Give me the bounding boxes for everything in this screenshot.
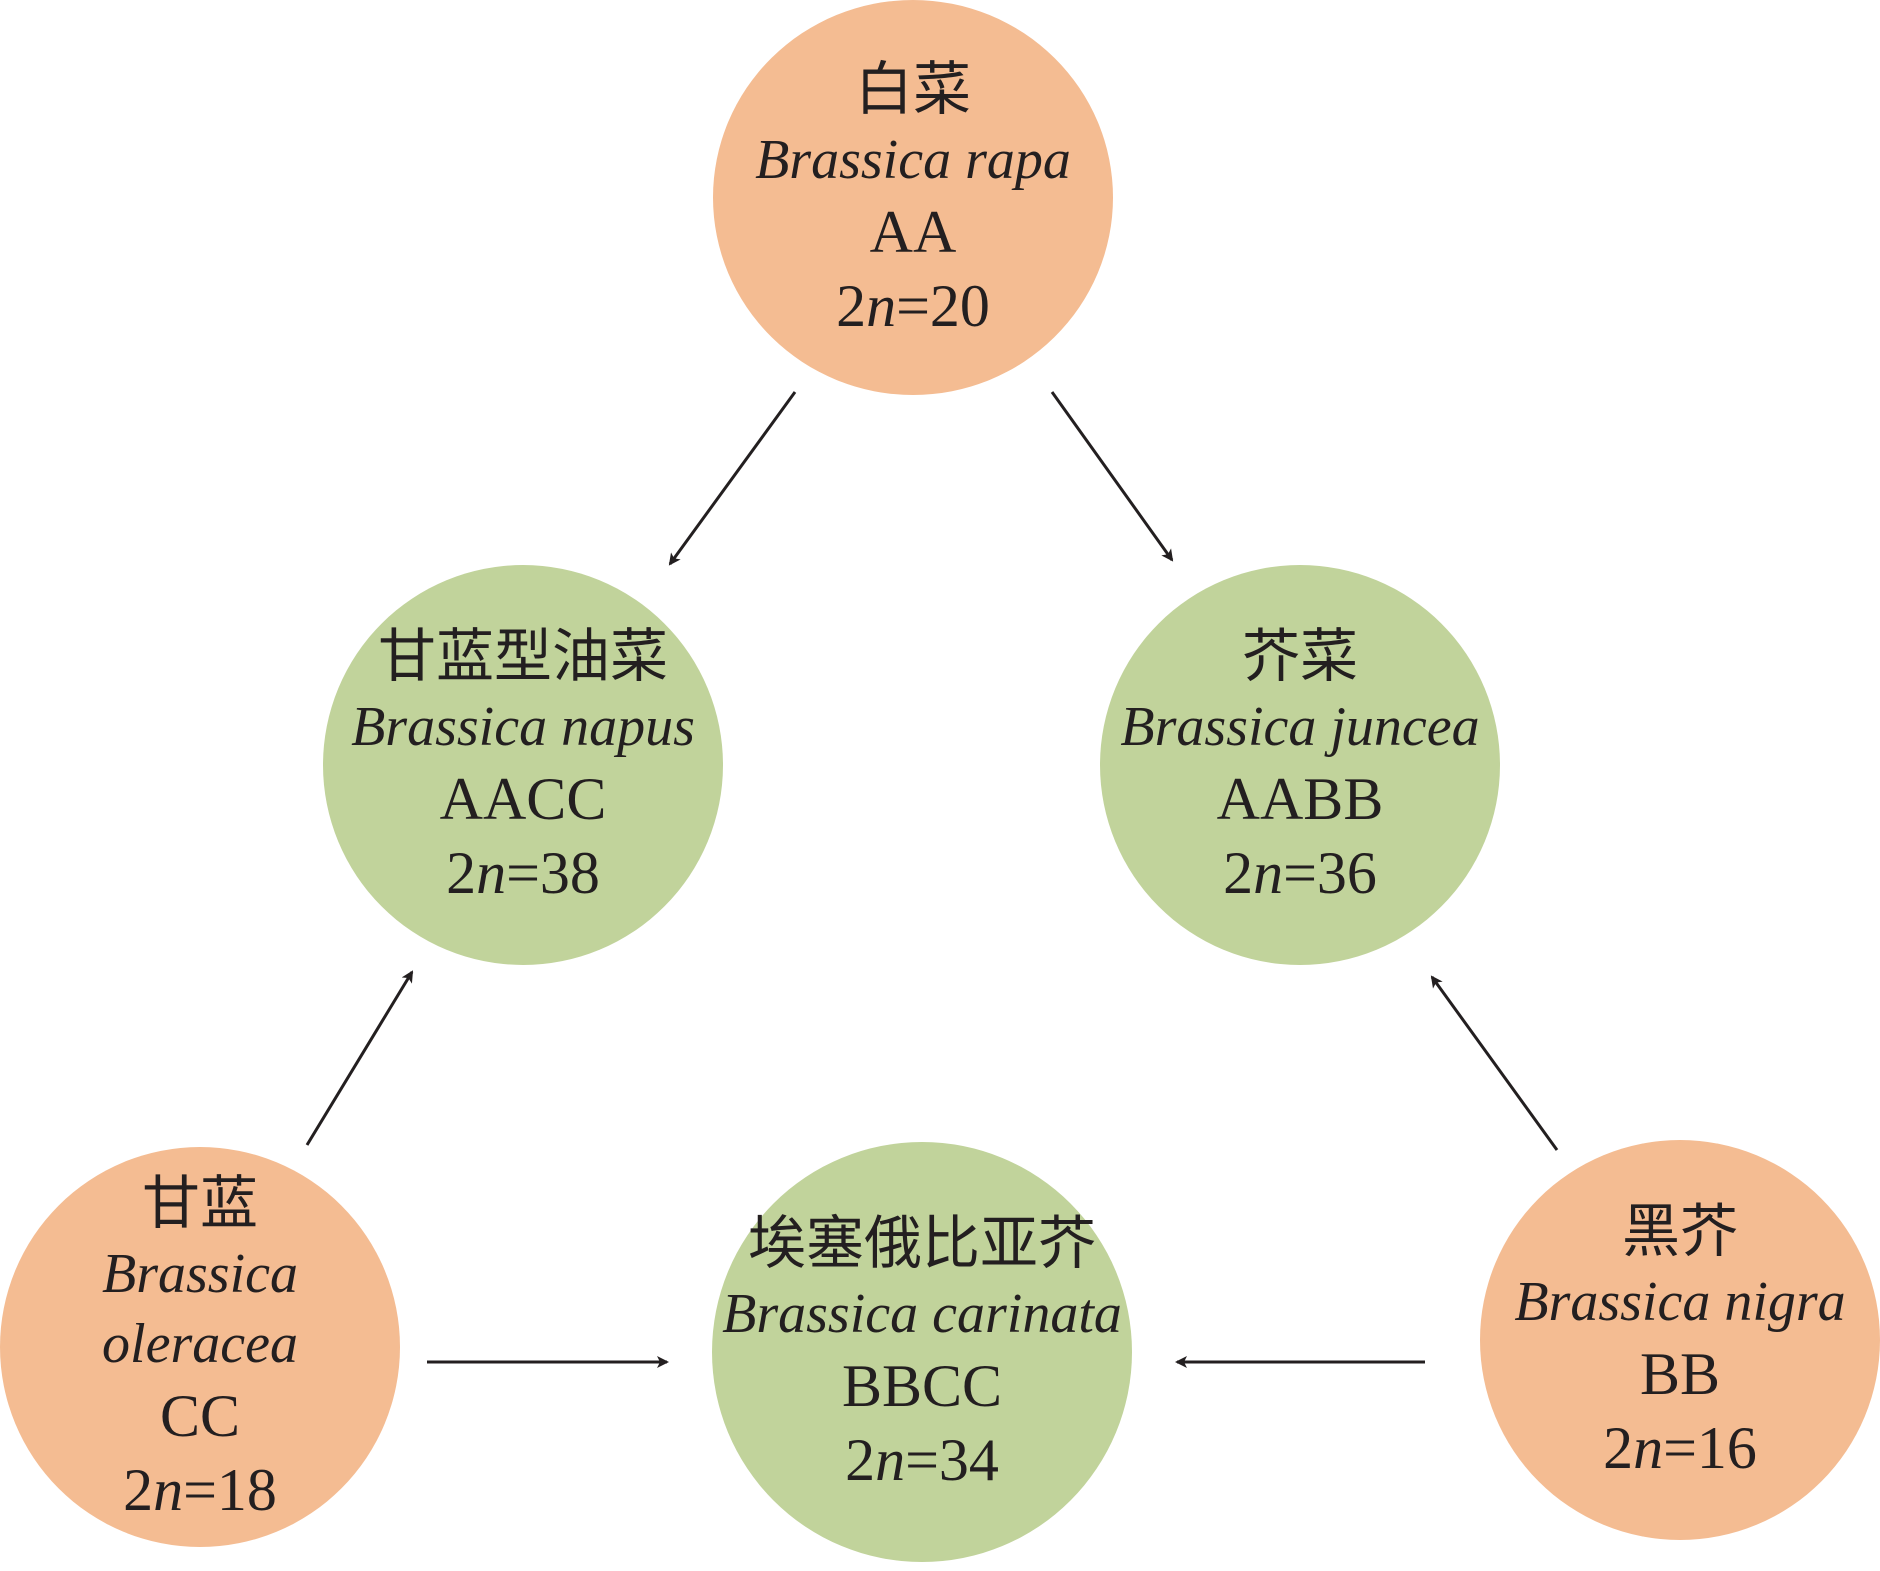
arrow-rapa-to-juncea <box>1050 391 1174 562</box>
rapa-genome: AA <box>869 198 957 265</box>
juncea-latin-name: Brassica juncea <box>1120 696 1480 758</box>
rapa-latin-name: Brassica rapa <box>755 128 1071 191</box>
node-brassica-carinata: 埃塞俄比亚芥 Brassica carinata BBCC 2n=34 <box>712 1142 1132 1562</box>
node-brassica-rapa: 白菜 Brassica rapa AA 2n=20 <box>713 0 1113 395</box>
node-brassica-napus: 甘蓝型油菜 Brassica napus AACC 2n=38 <box>323 565 723 965</box>
juncea-genome: AABB <box>1216 766 1384 832</box>
node-brassica-oleracea: 甘蓝 Brassica oleracea CC 2n=18 <box>0 1147 400 1547</box>
juncea-chromosome-number: 2n=36 <box>1223 840 1377 906</box>
oleracea-genome: CC <box>159 1383 241 1449</box>
nigra-genome: BB <box>1639 1341 1721 1407</box>
oleracea-latin-name-line2: oleracea <box>102 1313 298 1375</box>
napus-latin-name: Brassica napus <box>351 696 695 758</box>
oleracea-chinese-name: 甘蓝 <box>141 1169 258 1237</box>
arrow-oleracea-to-napus <box>305 970 414 1146</box>
node-brassica-nigra: 黑芥 Brassica nigra BB 2n=16 <box>1480 1140 1880 1540</box>
juncea-chinese-name: 芥菜 <box>1241 622 1358 690</box>
node-brassica-juncea: 芥菜 Brassica juncea AABB 2n=36 <box>1100 565 1500 965</box>
arrow-nigra-to-juncea <box>1430 975 1559 1151</box>
nigra-chromosome-number: 2n=16 <box>1603 1415 1757 1481</box>
nigra-chinese-name: 黑芥 <box>1621 1197 1738 1265</box>
carinata-latin-name: Brassica carinata <box>722 1283 1122 1345</box>
carinata-chinese-name: 埃塞俄比亚芥 <box>747 1209 1096 1277</box>
rapa-chromosome-number: 2n=20 <box>836 272 990 339</box>
napus-genome: AACC <box>439 766 607 832</box>
oleracea-latin-name-line1: Brassica <box>102 1243 298 1305</box>
arrow-rapa-to-napus <box>668 391 797 566</box>
oleracea-chromosome-number: 2n=18 <box>123 1457 277 1523</box>
napus-chromosome-number: 2n=38 <box>446 840 600 906</box>
napus-chinese-name: 甘蓝型油菜 <box>377 622 668 690</box>
nigra-latin-name: Brassica nigra <box>1514 1271 1846 1333</box>
carinata-genome: BBCC <box>841 1353 1003 1419</box>
carinata-chromosome-number: 2n=34 <box>845 1427 999 1493</box>
rapa-chinese-name: 白菜 <box>854 54 971 123</box>
